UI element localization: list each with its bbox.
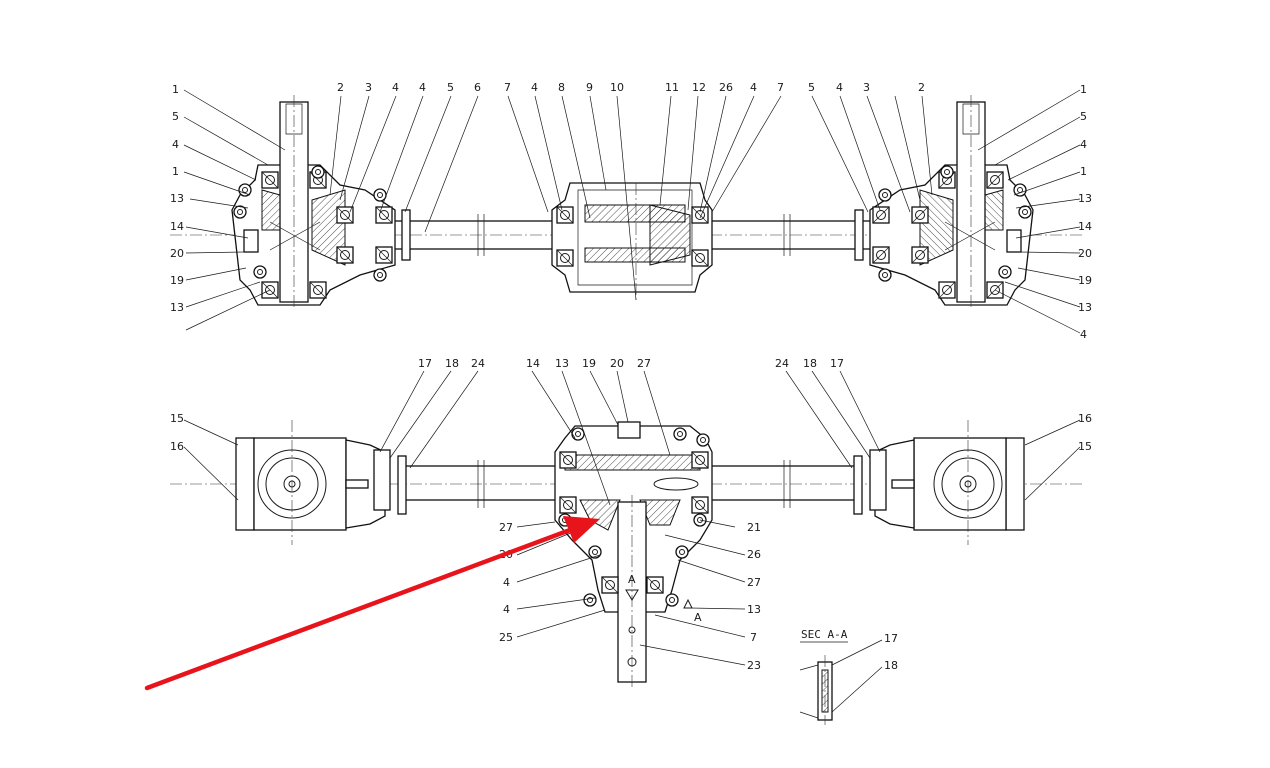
callout-16: 16	[1078, 412, 1092, 425]
left-hub	[235, 420, 407, 545]
callout-7: 7	[750, 631, 757, 644]
callout-14: 14	[526, 357, 540, 370]
callout-20: 20	[1078, 247, 1092, 260]
top-labels: 2 3 4 4 5 6 7 4 8 9 10 11 12 26 4 7 5 4 …	[170, 81, 1092, 341]
callout-15: 15	[170, 412, 184, 425]
callout-25: 25	[499, 631, 513, 644]
center-housing	[551, 182, 713, 300]
callout-17: 17	[830, 357, 844, 370]
right-hub	[853, 420, 1025, 545]
section-aa	[799, 655, 833, 725]
left-gearbox	[231, 95, 411, 310]
callout-14: 14	[1078, 220, 1092, 233]
callout-26: 26	[747, 548, 761, 561]
callout-13: 13	[1078, 301, 1092, 314]
callout-15: 15	[1078, 440, 1092, 453]
callout-4: 4	[172, 138, 179, 151]
callout-9: 9	[586, 81, 593, 94]
callout-13: 13	[170, 301, 184, 314]
callout-13: 13	[1078, 192, 1092, 205]
callout-4: 4	[503, 576, 510, 589]
top-view	[170, 95, 1085, 310]
callout-18: 18	[445, 357, 459, 370]
callout-4: 4	[750, 81, 757, 94]
callout-13: 13	[170, 192, 184, 205]
bottom-view	[170, 420, 1085, 690]
callout-27: 27	[499, 521, 513, 534]
callout-19: 19	[170, 274, 184, 287]
callout-24: 24	[775, 357, 789, 370]
callout-18: 18	[884, 659, 898, 672]
callout-6: 6	[474, 81, 481, 94]
callout-4: 4	[419, 81, 426, 94]
callout-24: 24	[471, 357, 485, 370]
section-mark-a: A	[628, 573, 636, 586]
callout-4: 4	[531, 81, 538, 94]
callout-27: 27	[637, 357, 651, 370]
callout-17: 17	[418, 357, 432, 370]
callout-20: 20	[170, 247, 184, 260]
callout-19: 19	[582, 357, 596, 370]
callout-5: 5	[447, 81, 454, 94]
callout-17: 17	[884, 632, 898, 645]
callout-13: 13	[555, 357, 569, 370]
section-labels: SEC A-A 17 18	[801, 628, 898, 672]
callout-3: 3	[365, 81, 372, 94]
bottom-labels: 17 18 24 14 13 19 20 27 24 18 17 15 16 1…	[170, 357, 1092, 672]
callout-14: 14	[170, 220, 184, 233]
callout-16: 16	[170, 440, 184, 453]
red-pointer-arrow	[144, 516, 600, 691]
callout-7: 7	[777, 81, 784, 94]
callout-13: 13	[747, 603, 761, 616]
callout-5: 5	[808, 81, 815, 94]
callout-4: 4	[503, 603, 510, 616]
callout-27: 27	[747, 576, 761, 589]
callout-11: 11	[665, 81, 679, 94]
callout-5: 5	[1080, 110, 1087, 123]
callout-7: 7	[504, 81, 511, 94]
callout-1: 1	[1080, 83, 1087, 96]
callout-21: 21	[747, 521, 761, 534]
callout-19: 19	[1078, 274, 1092, 287]
callout-1: 1	[172, 83, 179, 96]
callout-23: 23	[747, 659, 761, 672]
callout-1: 1	[1080, 165, 1087, 178]
callout-4: 4	[1080, 328, 1087, 341]
callout-10: 10	[610, 81, 624, 94]
callout-2: 2	[918, 81, 925, 94]
right-gearbox	[854, 95, 1034, 310]
callout-8: 8	[558, 81, 565, 94]
callout-26: 26	[719, 81, 733, 94]
callout-12: 12	[692, 81, 706, 94]
callout-18: 18	[803, 357, 817, 370]
callout-20: 20	[610, 357, 624, 370]
callout-3: 3	[863, 81, 870, 94]
callout-4: 4	[836, 81, 843, 94]
center-gearbox	[554, 421, 713, 690]
callout-4: 4	[392, 81, 399, 94]
callout-2: 2	[337, 81, 344, 94]
section-title: SEC A-A	[801, 628, 848, 641]
leader-lines	[183, 89, 1081, 713]
callout-1: 1	[172, 165, 179, 178]
callout-4: 4	[1080, 138, 1087, 151]
callout-5: 5	[172, 110, 179, 123]
section-mark-a: A	[694, 611, 702, 624]
